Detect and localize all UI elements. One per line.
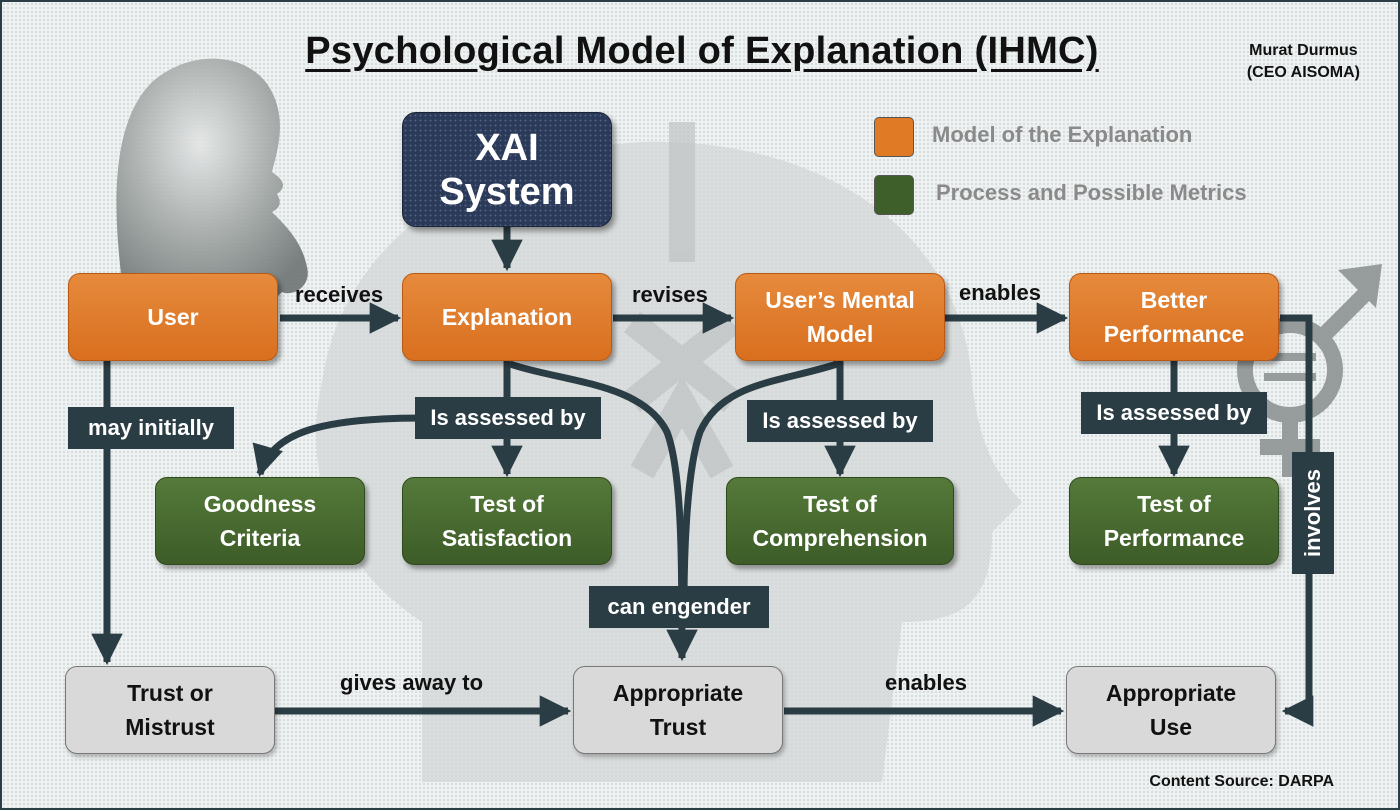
comprehension-line-1: Test of [803,491,877,517]
content-source: Content Source: DARPA [1149,773,1334,790]
edge-label-gives-away-to: gives away to [340,670,484,695]
explanation-label: Explanation [441,304,573,330]
better-performance-line-1: Better [1140,287,1208,313]
edge-tag-involves: involves [1292,452,1334,574]
legend-label-process: Process and Possible Metrics [936,180,1247,205]
legend-label-model: Model of the Explanation [932,122,1193,147]
appropriate-use-line-1: Appropriate [1105,680,1237,706]
trust-mistrust-line-1: Trust or [127,680,213,706]
xai-line-1: XAI [475,126,539,169]
comprehension-line-2: Comprehension [752,525,928,551]
edge-tag-may-initially: may initially [68,407,234,449]
performance-line-1: Test of [1137,491,1211,517]
satisfaction-line-1: Test of [470,491,544,517]
arrow-assessed-to-goodness [252,414,423,478]
node-test-of-comprehension: Test of Comprehension [726,477,954,565]
xai-watermark [623,122,741,479]
author-role: (CEO AISOMA) [1246,64,1360,81]
node-trust-or-mistrust: Trust or Mistrust [65,666,275,754]
trust-mistrust-line-2: Mistrust [125,714,215,740]
edge-label-revises: revises [632,282,708,307]
mental-model-line-1: User’s Mental [765,287,915,313]
appropriate-trust-line-1: Appropriate [612,680,744,706]
involves-label: involves [1300,468,1326,558]
xai-line-2: System [439,170,575,213]
mental-model-line-2: Model [806,321,874,347]
edge-label-enables-top: enables [959,280,1041,305]
edge-tag-can-engender: can engender [589,586,769,628]
goodness-line-1: Goodness [203,491,317,517]
edge-tag-assessed-mental-model: Is assessed by [747,400,933,442]
appropriate-use-line-2: Use [1149,714,1193,740]
node-test-of-performance: Test of Performance [1069,477,1279,565]
author-credit: Murat Durmus (CEO AISOMA) [1247,40,1360,84]
legend-swatch-green [874,175,914,215]
satisfaction-line-2: Satisfaction [441,525,573,551]
author-name: Murat Durmus [1249,42,1358,59]
goodness-line-2: Criteria [219,525,301,551]
legend-swatch-orange [874,117,914,157]
edge-label-receives: receives [295,282,384,307]
person-thinking-figure [112,58,308,302]
user-label: User [147,304,199,330]
node-test-of-satisfaction: Test of Satisfaction [402,477,612,565]
edge-tag-assessed-explanation: Is assessed by [415,397,601,439]
page-title: Psychological Model of Explanation (IHMC… [305,30,1099,72]
arrow-mental-model-to-trust [680,360,839,603]
edge-label-enables-bottom: enables [885,670,967,695]
node-explanation: Explanation [402,273,612,361]
node-user: User [68,273,278,361]
performance-line-2: Performance [1103,525,1245,551]
appropriate-trust-line-2: Trust [649,714,707,740]
edge-tag-assessed-performance: Is assessed by [1081,392,1267,434]
better-performance-line-2: Performance [1103,321,1245,347]
